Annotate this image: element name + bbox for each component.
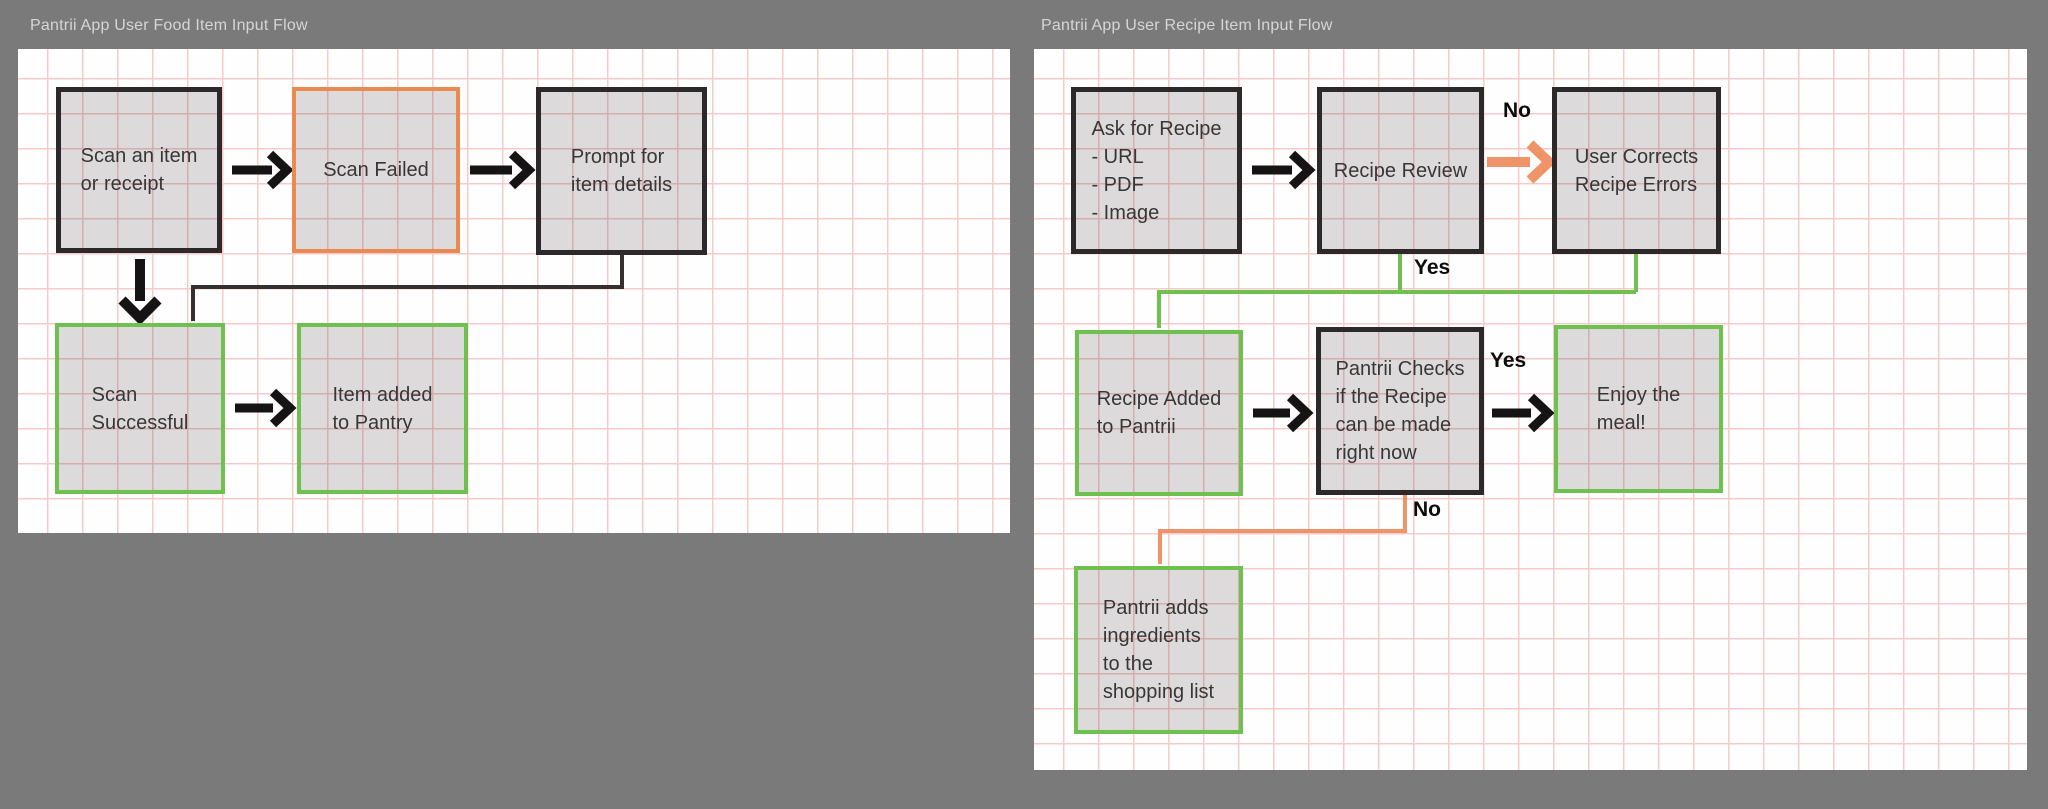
node-label: Pantrii adds ingredients to the shopping… (1102, 597, 1215, 703)
arrow-recipe-added-to-pantrii-checks[interactable] (1253, 393, 1314, 433)
node-label: User Corrects Recipe Errors (1574, 145, 1699, 196)
arrow-ask-recipe-to-recipe-review[interactable] (1252, 150, 1316, 190)
arrow-scan-item-to-scan-failed[interactable] (232, 150, 294, 190)
node-label: Pantrii Checks if the Recipe can be made… (1335, 358, 1465, 464)
food-flow-connectors (118, 150, 624, 428)
node-label: Prompt for item details (570, 146, 673, 196)
node-user-corrects-recipe-errors[interactable]: User Corrects Recipe Errors (1552, 87, 1721, 254)
connector-no-pantrii-checks-to-pantrii-adds[interactable] (1158, 495, 1407, 564)
arrow-scan-item-to-scan-successful[interactable] (118, 259, 162, 326)
node-label: Scan Failed (323, 159, 429, 181)
node-prompt-for-item-details[interactable]: Prompt for item details (536, 87, 707, 255)
node-ask-for-recipe[interactable]: Ask for Recipe - URL - PDF - Image (1071, 87, 1242, 254)
node-label: Ask for Recipe - URL - PDF - Image (1091, 117, 1222, 224)
node-label: Recipe Review (1333, 159, 1468, 182)
node-scan-an-item-or-receipt[interactable]: Scan an item or receipt (56, 87, 222, 253)
node-recipe-review[interactable]: Recipe Review (1317, 87, 1484, 254)
node-pantrii-checks-recipe[interactable]: Pantrii Checks if the Recipe can be made… (1316, 327, 1484, 495)
recipe-flow-connectors (1157, 140, 1638, 564)
connector-yes-to-recipe-added[interactable] (1157, 254, 1638, 328)
node-scan-failed[interactable]: Scan Failed (292, 87, 460, 253)
edge-label-yes[interactable]: Yes (1490, 349, 1527, 372)
food-flow-canvas: Scan an item or receipt Scan Failed Prom… (18, 49, 1010, 533)
node-label: Scan an item or receipt (80, 145, 198, 195)
node-label: Recipe Added to Pantrii (1096, 388, 1222, 438)
node-label: Scan Successful (91, 383, 189, 434)
section-title-food-flow[interactable]: Pantrii App User Food Item Input Flow (30, 17, 308, 34)
edge-label-no[interactable]: No (1503, 99, 1531, 122)
edge-label-no[interactable]: No (1413, 498, 1441, 521)
node-label: Item added to Pantry (332, 383, 433, 434)
arrow-yes-pantrii-checks-to-enjoy-meal[interactable] (1492, 393, 1555, 433)
node-recipe-added-to-pantrii[interactable]: Recipe Added to Pantrii (1075, 330, 1243, 496)
node-pantrii-adds-ingredients[interactable]: Pantrii adds ingredients to the shopping… (1074, 566, 1243, 734)
arrow-no-recipe-review-to-user-corrects[interactable] (1487, 140, 1557, 184)
node-scan-successful[interactable]: Scan Successful (55, 323, 225, 494)
arrow-scan-successful-to-item-added[interactable] (235, 388, 297, 428)
connector-prompt-details-to-scan-successful[interactable] (191, 255, 624, 321)
section-title-recipe-flow[interactable]: Pantrii App User Recipe Item Input Flow (1041, 17, 1333, 34)
recipe-flow-canvas: Ask for Recipe - URL - PDF - Image Recip… (1034, 49, 2027, 770)
node-enjoy-the-meal[interactable]: Enjoy the meal! (1554, 325, 1723, 493)
edge-label-yes[interactable]: Yes (1414, 256, 1451, 279)
node-item-added-to-pantry[interactable]: Item added to Pantry (297, 323, 468, 494)
node-label: Enjoy the meal! (1596, 384, 1681, 434)
arrow-scan-failed-to-prompt-details[interactable] (470, 150, 536, 190)
